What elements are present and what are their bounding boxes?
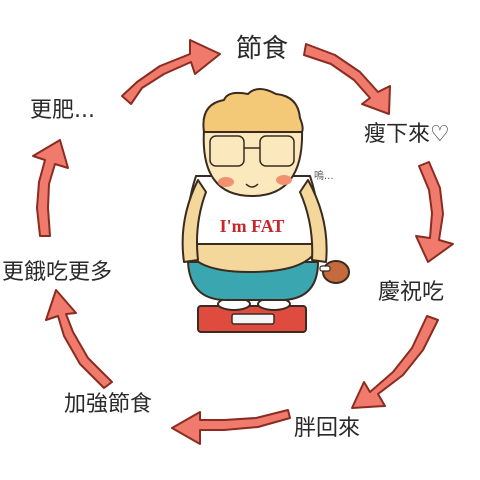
right-glasses-lens bbox=[259, 135, 295, 167]
left-arm bbox=[181, 179, 207, 263]
step-label-stricter-diet: 加強節食 bbox=[64, 392, 153, 417]
drumstick bbox=[322, 260, 350, 284]
arrow-to-lose-weight bbox=[303, 43, 391, 115]
scale-dial bbox=[231, 313, 275, 325]
right-arm bbox=[299, 179, 328, 263]
arrow-to-fatter bbox=[32, 139, 69, 237]
pants bbox=[187, 261, 319, 301]
murmur-text: 嗚... bbox=[314, 171, 334, 182]
step-label-hungrier-eat-more: 更餓吃更多 bbox=[2, 260, 113, 285]
step-label-regain-weight: 胖回來 bbox=[294, 416, 361, 441]
arrow-to-celebrate bbox=[415, 161, 454, 263]
fat-character bbox=[181, 88, 350, 333]
arrow-to-stricter-diet bbox=[171, 409, 291, 445]
step-label-celebrate-eat: 慶祝吃 bbox=[378, 280, 445, 305]
step-label-diet: 節食 bbox=[236, 34, 289, 64]
left-glasses-lens bbox=[209, 135, 245, 167]
step-label-lose-weight: 瘦下來♡ bbox=[364, 122, 450, 147]
drumstick-bone bbox=[319, 265, 331, 272]
arrow-to-diet bbox=[121, 39, 221, 105]
arrow-to-regain bbox=[351, 315, 439, 409]
cycle-arrows bbox=[32, 39, 454, 445]
arrow-to-eat-more bbox=[45, 289, 113, 389]
left-blush bbox=[218, 177, 234, 187]
right-blush bbox=[276, 175, 292, 185]
shirt-text: I'm FAT bbox=[220, 216, 285, 236]
step-label-fatter: 更肥... bbox=[30, 98, 95, 123]
mouth bbox=[245, 183, 259, 188]
hair bbox=[202, 88, 304, 133]
